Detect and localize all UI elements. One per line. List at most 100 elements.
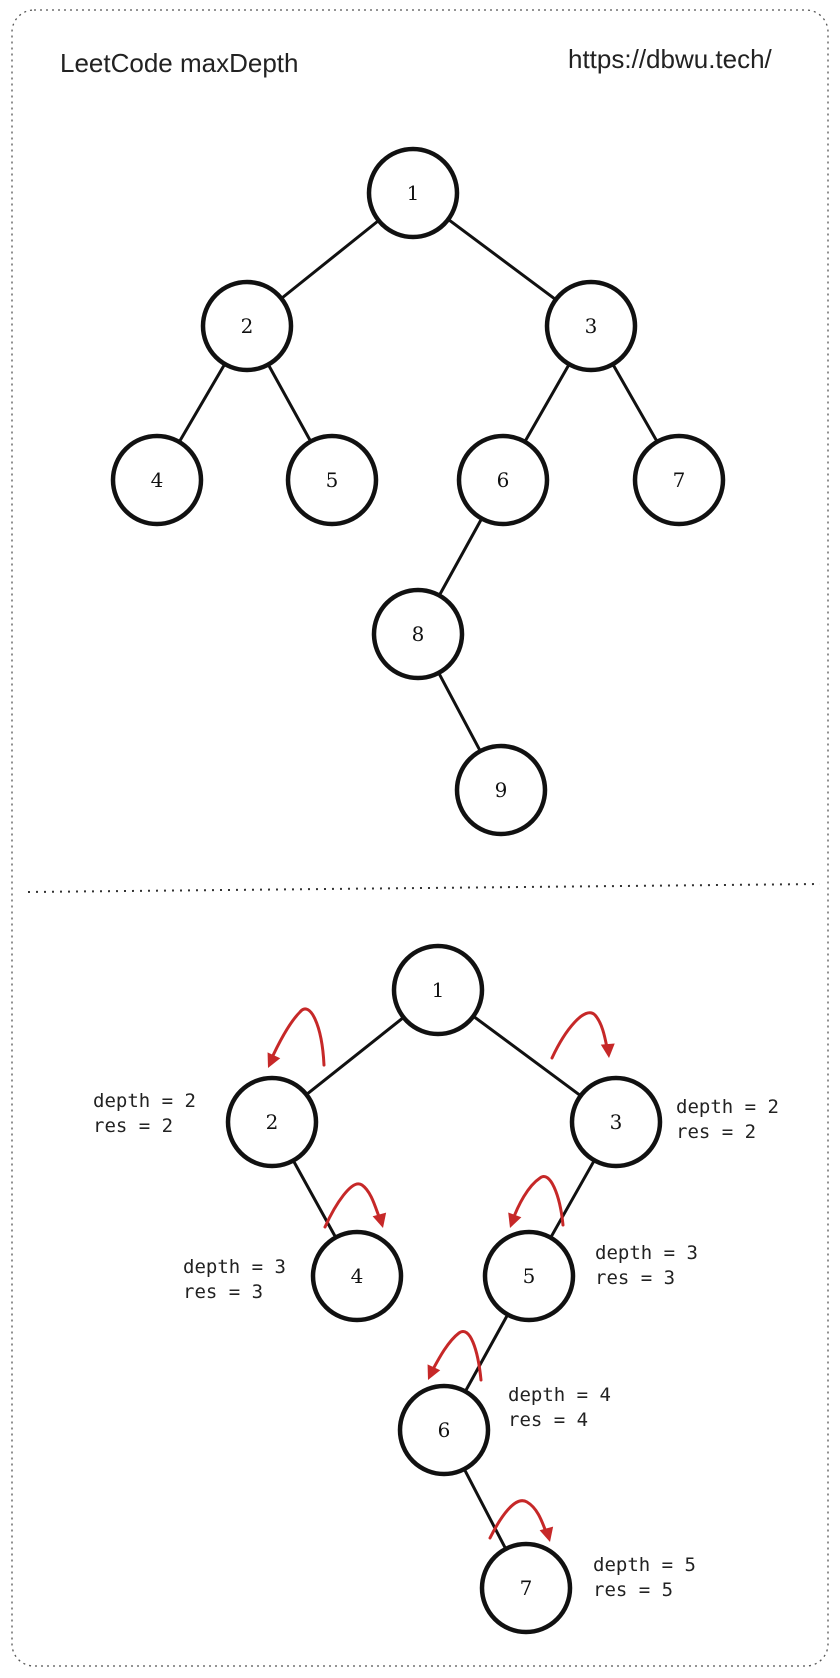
- annotation-b7: depth = 5 res = 5: [593, 1554, 696, 1601]
- node-circle: [310, 1229, 404, 1323]
- annotation-b6: depth = 4 res = 4: [508, 1384, 611, 1431]
- node-label: 3: [610, 1110, 623, 1134]
- annotation-res: res = 3: [183, 1281, 263, 1303]
- node-circle: [569, 1075, 663, 1169]
- node-label: 2: [241, 314, 254, 338]
- annotation-res: res = 4: [508, 1409, 588, 1431]
- node-label: 4: [151, 468, 164, 492]
- arrow-to-node-4: [323, 1182, 387, 1229]
- annotation-depth: depth = 3: [595, 1242, 698, 1264]
- top-tree-edge-t2-t4: [176, 360, 228, 446]
- arrow-head-icon: [372, 1212, 387, 1228]
- outer-frame: [11, 9, 829, 1667]
- bottom-tree-edge-b6-b7: [461, 1465, 509, 1553]
- top-tree-edge-t3-t6: [522, 360, 572, 446]
- node-circle: [371, 587, 465, 681]
- top-tree-node-2: 2: [200, 279, 294, 373]
- top-tree-node-1: 1: [366, 146, 460, 240]
- top-tree-edge-t8-t9: [436, 669, 483, 755]
- section-divider: [27, 883, 821, 893]
- arrow-curve: [550, 1011, 610, 1060]
- node-label: 5: [326, 468, 339, 492]
- annotation-b2: depth = 2 res = 2: [93, 1090, 196, 1137]
- node-circle: [366, 146, 460, 240]
- node-circle: [225, 1075, 319, 1169]
- node-label: 3: [585, 314, 598, 338]
- top-tree-edge-t6-t8: [436, 515, 485, 599]
- top-tree-node-5: 5: [285, 433, 379, 527]
- node-label: 6: [438, 1418, 451, 1442]
- arrow-to-node-6: [427, 1330, 483, 1382]
- node-circle: [285, 433, 379, 527]
- annotation-res: res = 2: [676, 1121, 756, 1143]
- node-circle: [397, 1383, 491, 1477]
- bottom-tree-edge-b1-b3: [470, 1013, 584, 1099]
- arrow-curve: [429, 1330, 483, 1382]
- node-label: 2: [266, 1110, 279, 1134]
- node-label: 5: [523, 1264, 536, 1288]
- bottom-tree-node-1: 1: [391, 943, 485, 1037]
- top-tree-node-9: 9: [454, 743, 548, 837]
- node-circle: [544, 279, 638, 373]
- arrow-to-node-2: [267, 1007, 326, 1068]
- annotation-res: res = 5: [593, 1579, 673, 1601]
- arrow-curve: [323, 1182, 383, 1229]
- arrow-curve: [488, 1499, 550, 1540]
- top-tree-edge-t2-t5: [265, 361, 314, 445]
- node-label: 9: [495, 778, 508, 802]
- top-tree-node-7: 7: [632, 433, 726, 527]
- node-label: 6: [497, 468, 510, 492]
- node-circle: [482, 1229, 576, 1323]
- top-tree-node-3: 3: [544, 279, 638, 373]
- node-label: 7: [520, 1576, 533, 1600]
- node-label: 1: [407, 181, 420, 205]
- top-tree-edge-t1-t3: [445, 216, 559, 303]
- bottom-tree-edge-b3-b5: [548, 1157, 597, 1241]
- bottom-tree-edge-b1-b2: [303, 1014, 407, 1098]
- node-circle: [479, 1541, 573, 1635]
- arrow-to-node-5: [508, 1175, 565, 1228]
- top-tree: 1 2 3 4 5 6 7 8 9: [110, 146, 726, 837]
- node-label: 8: [412, 622, 425, 646]
- annotation-res: res = 3: [595, 1267, 675, 1289]
- top-tree-edge-t1-t2: [278, 217, 382, 302]
- arrow-to-node-3: [550, 1011, 615, 1060]
- top-tree-node-4: 4: [110, 433, 204, 527]
- node-circle: [632, 433, 726, 527]
- node-circle: [391, 943, 485, 1037]
- bottom-tree-node-3: 3: [569, 1075, 663, 1169]
- arrow-head-icon: [539, 1526, 554, 1542]
- bottom-tree: 1 2 3 4 5 6 7: [225, 943, 663, 1635]
- source-url: https://dbwu.tech/: [568, 44, 773, 74]
- bottom-tree-edge-b5-b6: [462, 1311, 511, 1395]
- bottom-tree-node-4: 4: [310, 1229, 404, 1323]
- arrow-head-icon: [508, 1212, 522, 1228]
- annotation-res: res = 2: [93, 1115, 173, 1137]
- traversal-arrows: [267, 1007, 615, 1542]
- node-circle: [200, 279, 294, 373]
- bottom-tree-node-5: 5: [482, 1229, 576, 1323]
- annotation-depth: depth = 2: [93, 1090, 196, 1112]
- annotation-depth: depth = 2: [676, 1096, 779, 1118]
- bottom-tree-edge-b2-b4: [290, 1157, 339, 1241]
- annotation-depth: depth = 4: [508, 1384, 611, 1406]
- arrow-curve: [510, 1175, 565, 1227]
- bottom-tree-node-6: 6: [397, 1383, 491, 1477]
- annotation-b3: depth = 2 res = 2: [676, 1096, 779, 1143]
- arrow-head-icon: [427, 1364, 441, 1380]
- top-tree-node-8: 8: [371, 587, 465, 681]
- top-tree-node-6: 6: [456, 433, 550, 527]
- bottom-tree-node-7: 7: [479, 1541, 573, 1635]
- arrow-curve: [268, 1007, 326, 1067]
- arrow-to-node-7: [488, 1499, 554, 1542]
- node-label: 7: [673, 468, 686, 492]
- top-tree-edge-t3-t7: [610, 360, 660, 446]
- diagram-title: LeetCode maxDepth: [60, 48, 298, 78]
- node-label: 4: [351, 1264, 364, 1288]
- node-circle: [110, 433, 204, 527]
- annotation-depth: depth = 5: [593, 1554, 696, 1576]
- arrow-head-icon: [600, 1043, 615, 1058]
